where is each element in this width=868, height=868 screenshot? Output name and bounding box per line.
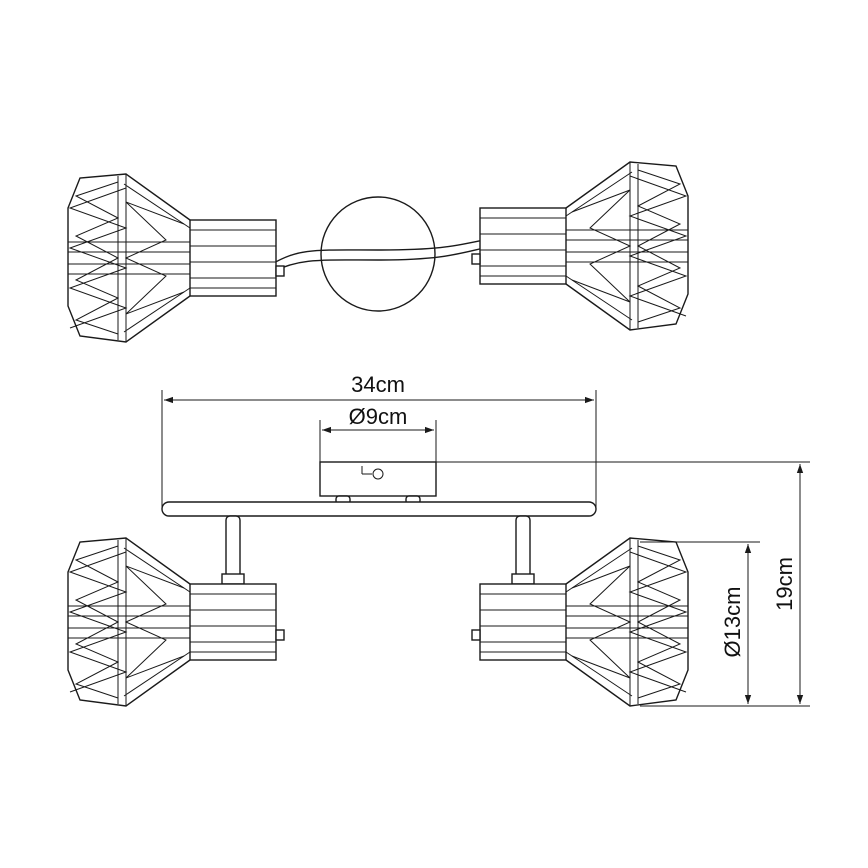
shade-diameter-label: Ø13cm [720,587,745,658]
lamp-head-top-right [471,161,689,331]
front-view [67,461,689,707]
screw-icon [372,468,384,480]
height-label: 19cm [772,557,797,611]
lamp-head-front-left [67,537,285,707]
base-diameter-label: Ø9cm [349,404,408,429]
dimension-lines [161,390,810,707]
bar-top-view [271,239,485,273]
base-plate-top [320,196,436,312]
width-label: 34cm [351,372,405,397]
lamp-head-top-left [67,173,285,343]
top-view [67,161,689,343]
mounting-bar [161,501,597,517]
lamp-head-front-right [471,537,689,707]
